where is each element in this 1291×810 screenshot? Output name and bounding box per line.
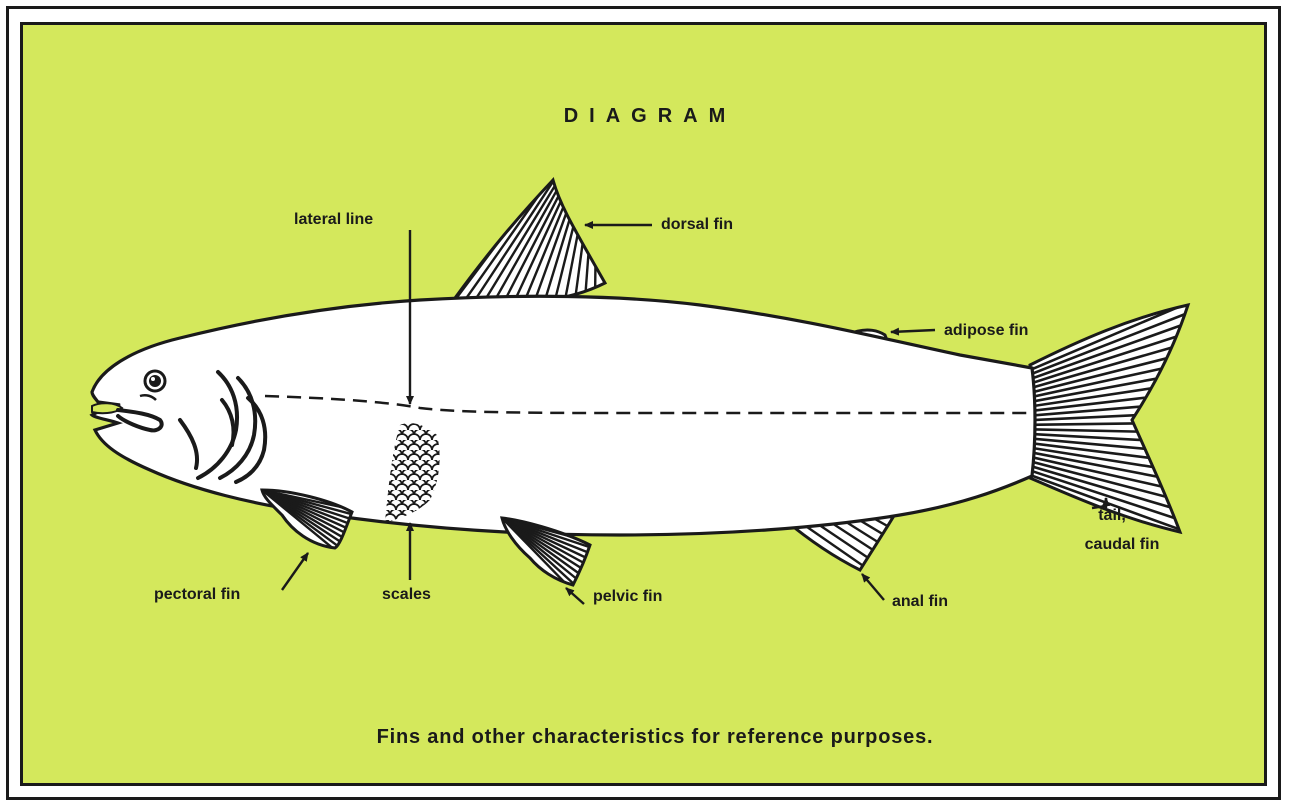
label-caudal-fin: caudal fin <box>1085 536 1160 553</box>
label-pelvic-fin: pelvic fin <box>593 588 662 605</box>
label-tail: tail, <box>1098 507 1126 524</box>
label-anal-fin: anal fin <box>892 593 948 610</box>
label-scales: scales <box>382 586 431 603</box>
diagram-caption: Fins and other characteristics for refer… <box>377 726 934 748</box>
label-adipose-fin: adipose fin <box>944 322 1028 339</box>
diagram-title: DIAGRAM <box>564 105 737 127</box>
label-dorsal-fin: dorsal fin <box>661 216 733 233</box>
label-lateral-line: lateral line <box>294 211 373 228</box>
label-pectoral-fin: pectoral fin <box>154 586 240 603</box>
